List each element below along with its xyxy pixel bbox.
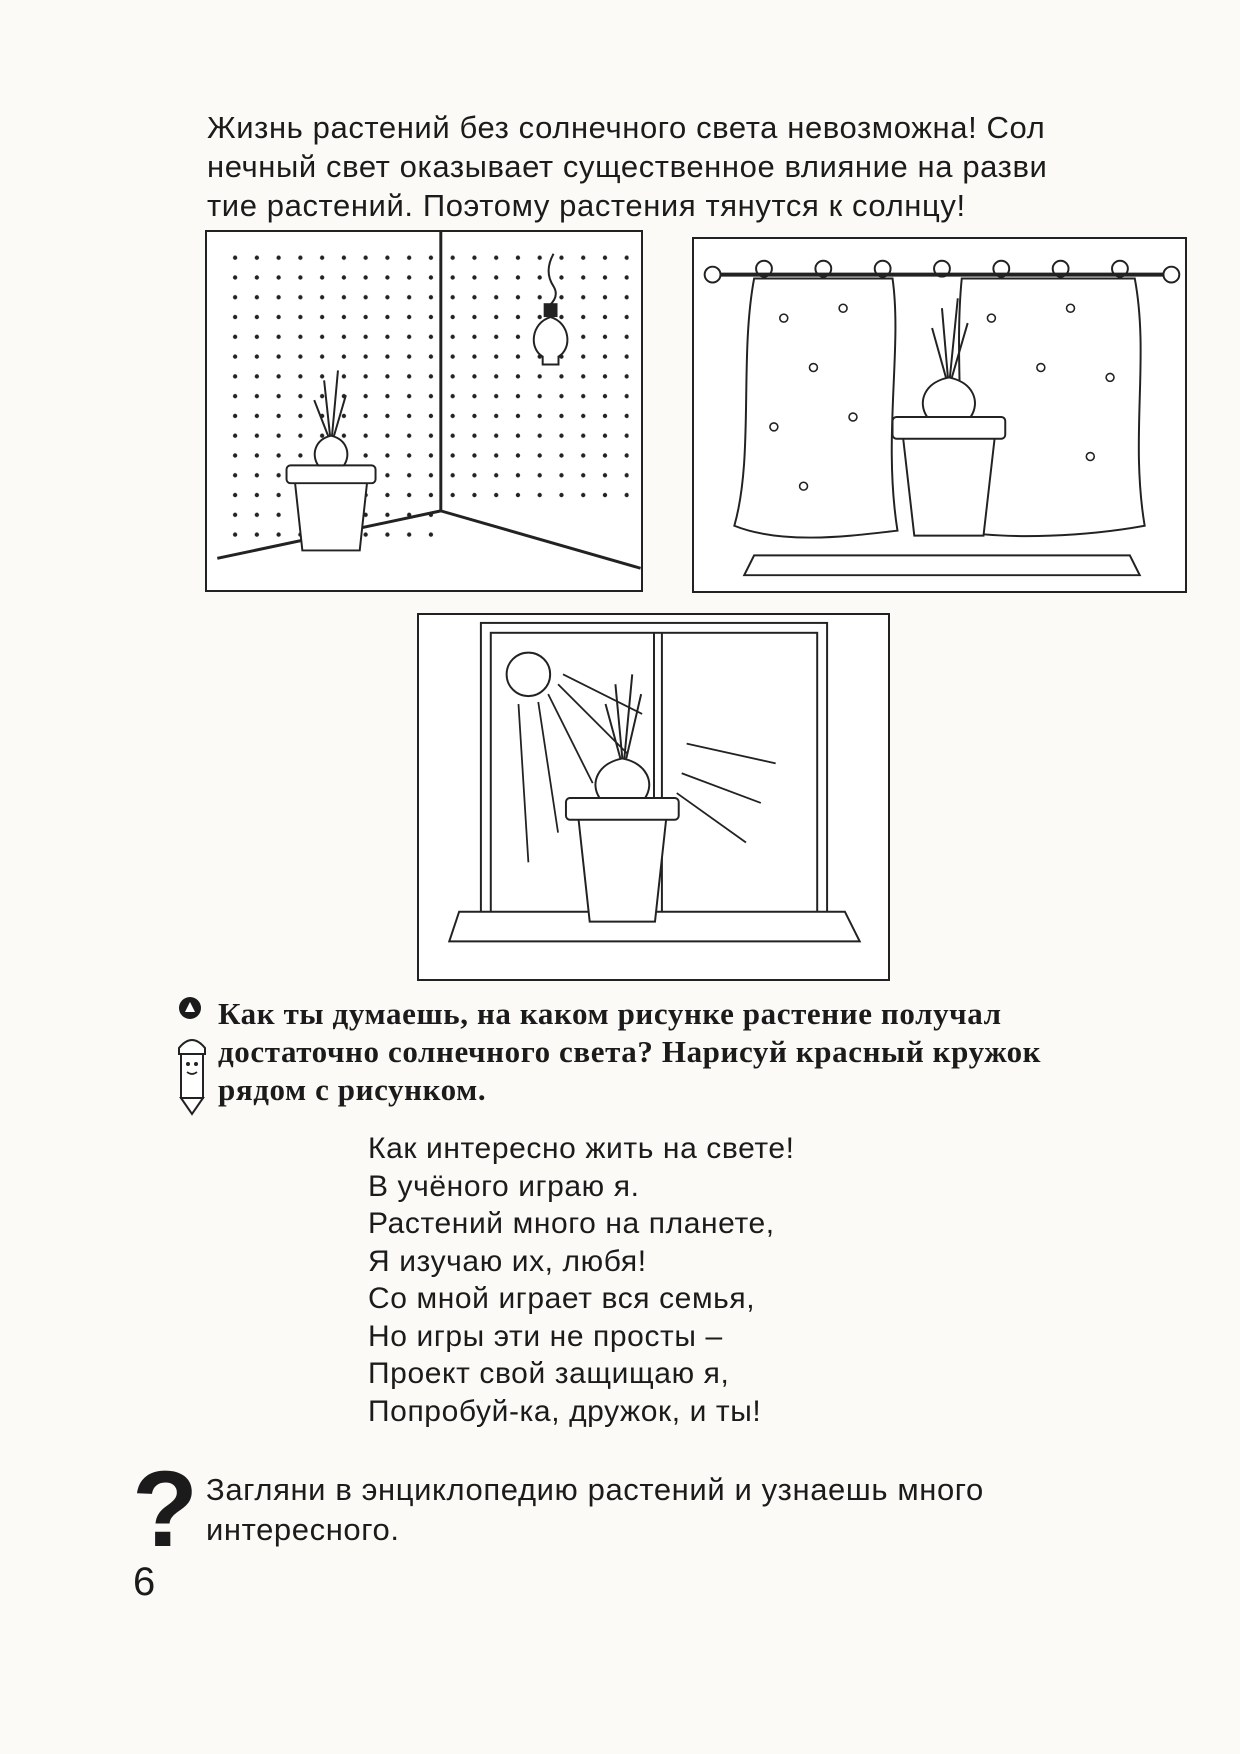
question-mark-icon: ? [132,1448,198,1569]
intro-paragraph: Жизнь растений без солнечного света нево… [207,108,1187,225]
pencil-character-icon [178,1039,206,1116]
task-bullet-icon [179,997,201,1019]
curtain-illustration [703,259,1181,577]
intro-line: Жизнь растений без солнечного света нево… [207,110,1046,145]
tip-line: Загляни в энциклопедию растений и узнаеш… [206,1472,984,1507]
task-line: Как ты думаешь, на каком рисунке растени… [218,996,1002,1031]
pot [564,674,680,923]
picture-dark-corner [205,230,643,592]
encyclopedia-tip: Загляни в энциклопедию растений и узнаеш… [206,1470,1188,1550]
page-number: 6 [133,1560,156,1604]
poem-line: Как интересно жить на свете! [368,1132,795,1165]
tip-line: интересного. [206,1512,400,1547]
intro-line: нечный свет оказывает существенное влиян… [207,149,1048,184]
pot [891,298,1007,537]
pot [285,370,377,552]
intro-line: тие растений. Поэтому растения тянутся к… [207,188,966,223]
task-line: достаточно солнечного света? Нарисуй кра… [218,1034,1042,1069]
poem-line: Растений много на планете, [368,1207,775,1240]
dark-corner-illustration [217,232,641,570]
poem-line: В учёного играю я. [368,1169,640,1203]
poem-line: Я изучаю их, любя! [368,1244,647,1278]
poem-line: Но игры эти не просты – [368,1319,723,1353]
picture-curtain [692,237,1187,593]
poem-line: Попробуй-ка, дружок, и ты! [368,1394,762,1428]
poem-line: Со мной играет вся семья, [368,1282,756,1315]
task-question: Как ты думаешь, на каком рисунке растени… [218,995,1188,1109]
sunny-window-illustration [447,621,862,943]
poem: Как интересно жить на свете! В учёного и… [368,1130,968,1430]
picture-sunny-window [417,613,890,981]
task-line: рядом с рисунком. [218,1072,487,1107]
poem-line: Проект свой защищаю я, [368,1357,730,1390]
